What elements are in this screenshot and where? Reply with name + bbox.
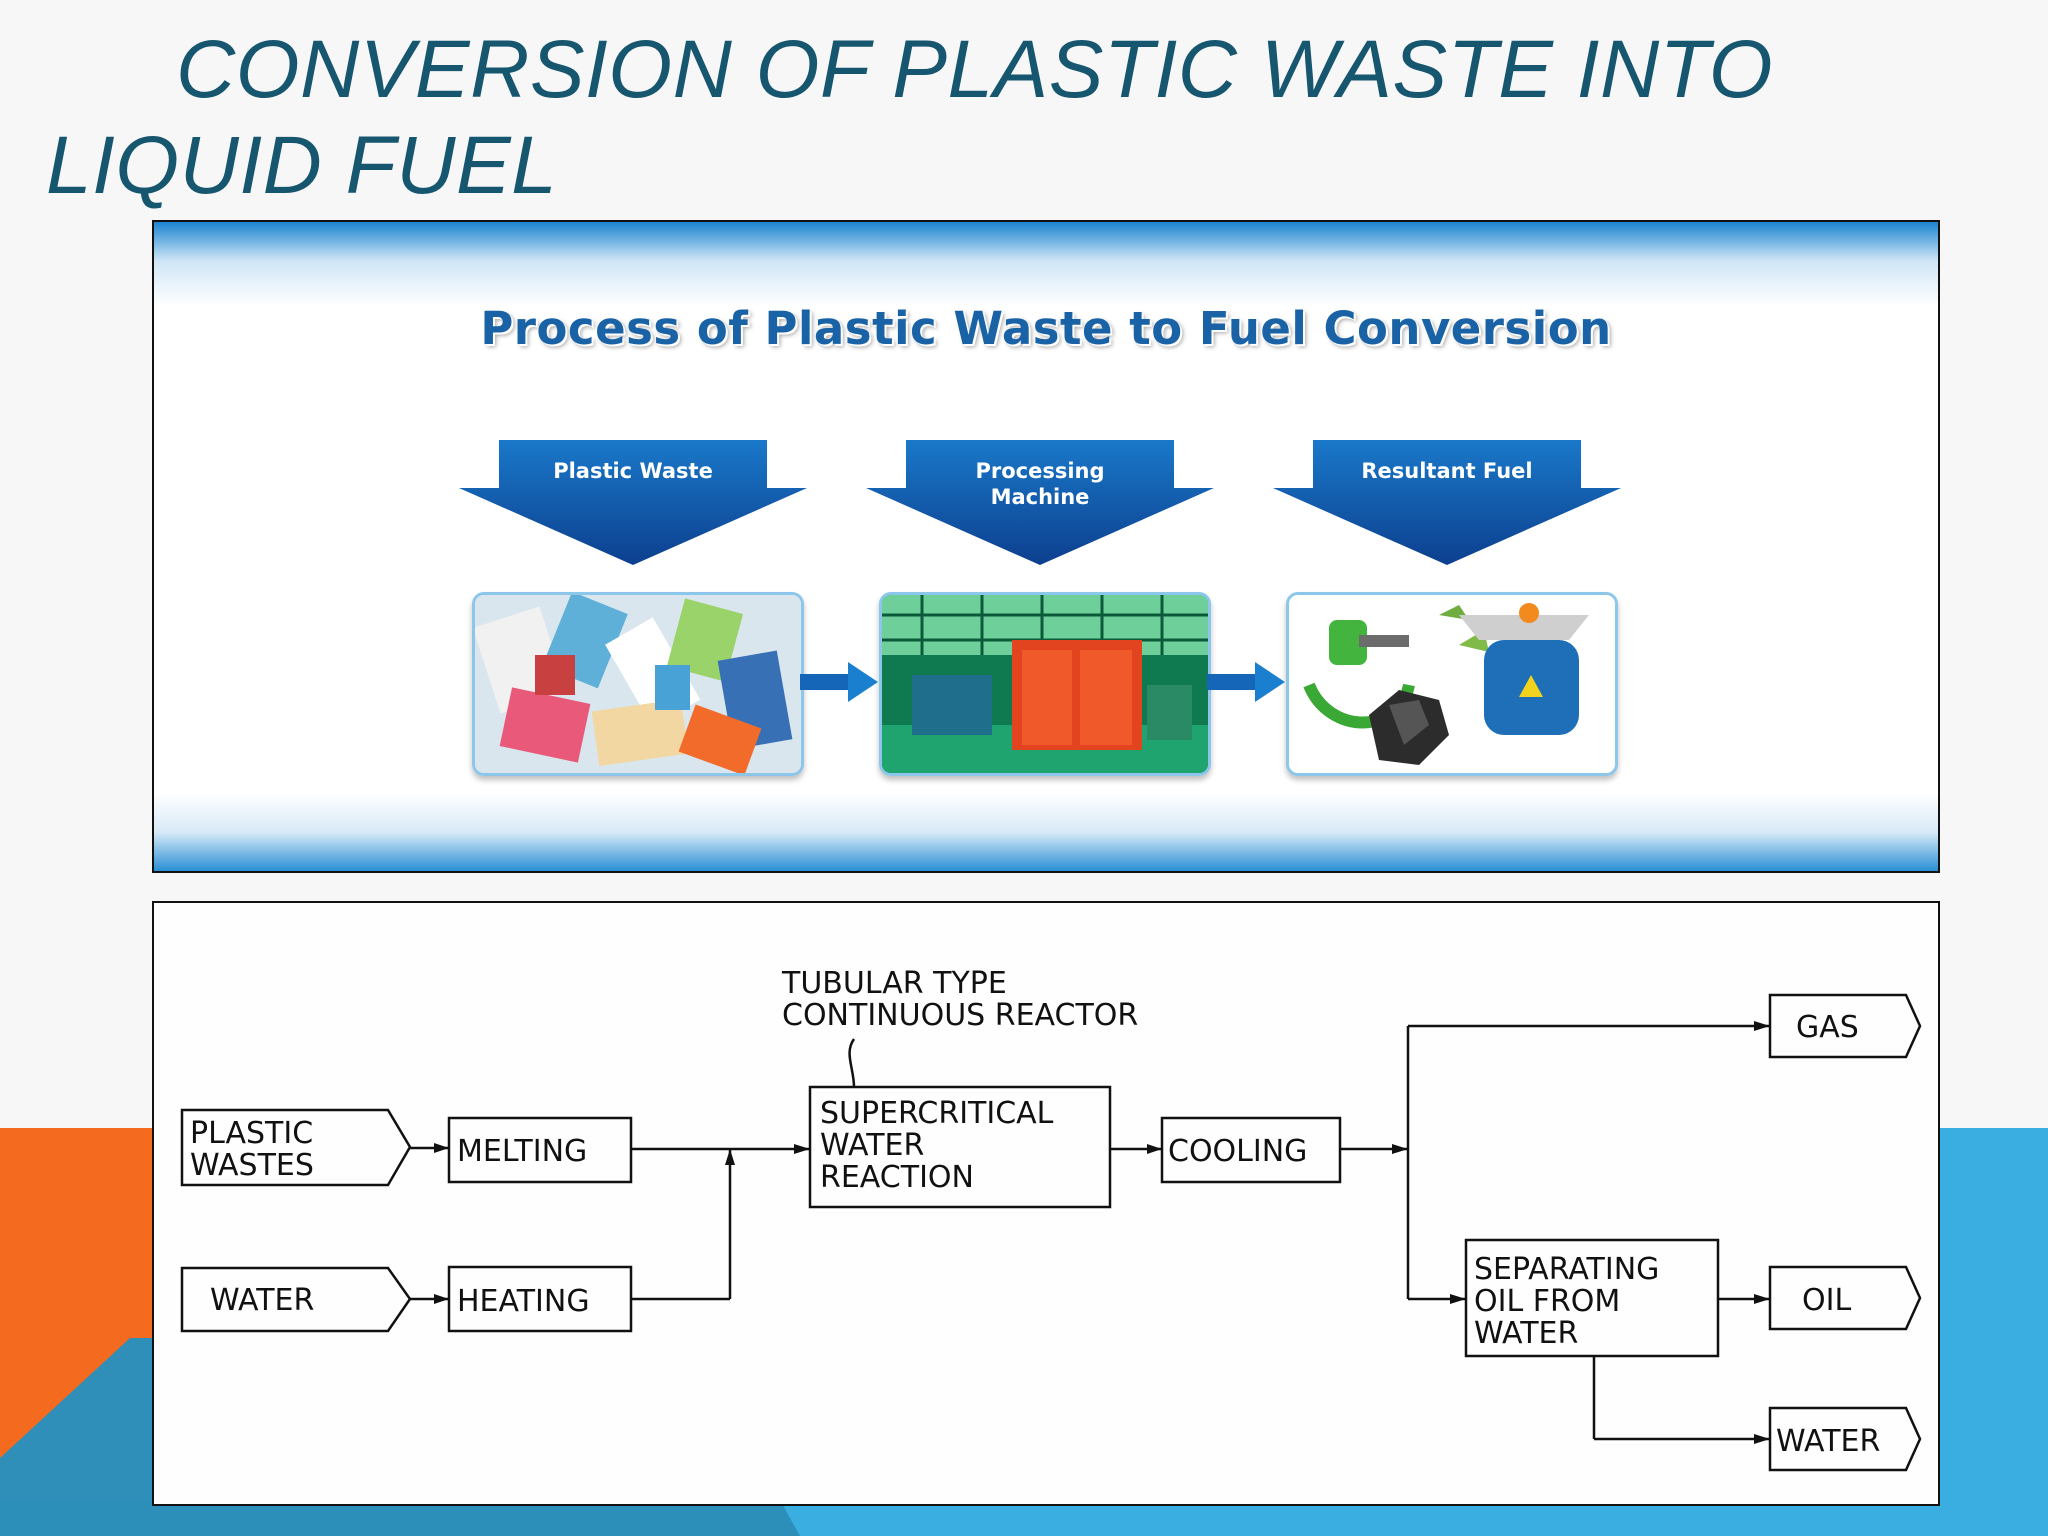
blue-corner-shape bbox=[1930, 1128, 2048, 1536]
stage-arrow-plastic-waste: Plastic Waste bbox=[459, 440, 807, 565]
processing-machine-photo bbox=[879, 592, 1211, 776]
water-input-label: WATER bbox=[210, 1283, 314, 1318]
reactor-note-line-1: TUBULAR TYPE bbox=[781, 966, 1007, 1001]
down-arrow-icon bbox=[866, 440, 1214, 565]
right-arrow-icon bbox=[800, 662, 878, 702]
plastic-wastes-input-shape bbox=[180, 1108, 412, 1187]
separating-label-3: WATER bbox=[1474, 1316, 1578, 1351]
gas-output-label: GAS bbox=[1796, 1010, 1859, 1045]
down-arrow-icon bbox=[1273, 440, 1621, 565]
water-output-label: WATER bbox=[1776, 1424, 1880, 1459]
water-output-shape bbox=[1768, 1406, 1922, 1472]
melting-label: MELTING bbox=[457, 1134, 587, 1169]
reaction-box bbox=[808, 1085, 1112, 1209]
blue-bottom-strip bbox=[0, 1500, 2048, 1536]
stage-arrow-resultant-fuel: Resultant Fuel bbox=[1273, 440, 1621, 565]
heating-label: HEATING bbox=[457, 1284, 590, 1319]
plastic-waste-photo bbox=[472, 592, 804, 776]
flow-diagram-panel: TUBULAR TYPE CONTINUOUS REACTOR PLASTIC … bbox=[152, 901, 1940, 1506]
separating-label-2: OIL FROM bbox=[1474, 1284, 1620, 1319]
oil-output-shape bbox=[1768, 1265, 1922, 1331]
gas-output-shape bbox=[1768, 993, 1922, 1059]
down-arrow-icon bbox=[459, 440, 807, 565]
reaction-label-1: SUPERCRITICAL bbox=[820, 1096, 1054, 1131]
orange-corner-shape bbox=[0, 1128, 160, 1536]
resultant-fuel-photo bbox=[1286, 592, 1618, 776]
reaction-label-3: REACTION bbox=[820, 1160, 974, 1195]
reaction-label-2: WATER bbox=[820, 1128, 924, 1163]
cooling-label: COOLING bbox=[1168, 1134, 1307, 1169]
right-arrow-icon bbox=[1207, 662, 1285, 702]
water-input-shape bbox=[180, 1266, 412, 1333]
process-title: Process of Plastic Waste to Fuel Convers… bbox=[480, 302, 1612, 355]
stage-label: Processing Machine bbox=[975, 459, 1105, 509]
stage-arrow-processing-machine: Processing Machine bbox=[866, 440, 1214, 565]
process-infographic-panel: Process of Plastic Waste to Fuel Convers… bbox=[152, 220, 1940, 873]
plastic-wastes-label-1: PLASTIC bbox=[190, 1116, 313, 1151]
stage-label: Resultant Fuel bbox=[1361, 459, 1533, 483]
reactor-note-line-2: CONTINUOUS REACTOR bbox=[782, 998, 1138, 1033]
oil-output-label: OIL bbox=[1802, 1283, 1851, 1318]
separating-label-1: SEPARATING bbox=[1474, 1252, 1659, 1287]
slide-title: CONVERSION OF PLASTIC WASTE INTO LIQUID … bbox=[46, 24, 1774, 211]
stage-label: Plastic Waste bbox=[553, 459, 713, 483]
plastic-wastes-label-2: WASTES bbox=[190, 1148, 314, 1183]
flow-diagram: TUBULAR TYPE CONTINUOUS REACTOR PLASTIC … bbox=[180, 966, 1922, 1472]
